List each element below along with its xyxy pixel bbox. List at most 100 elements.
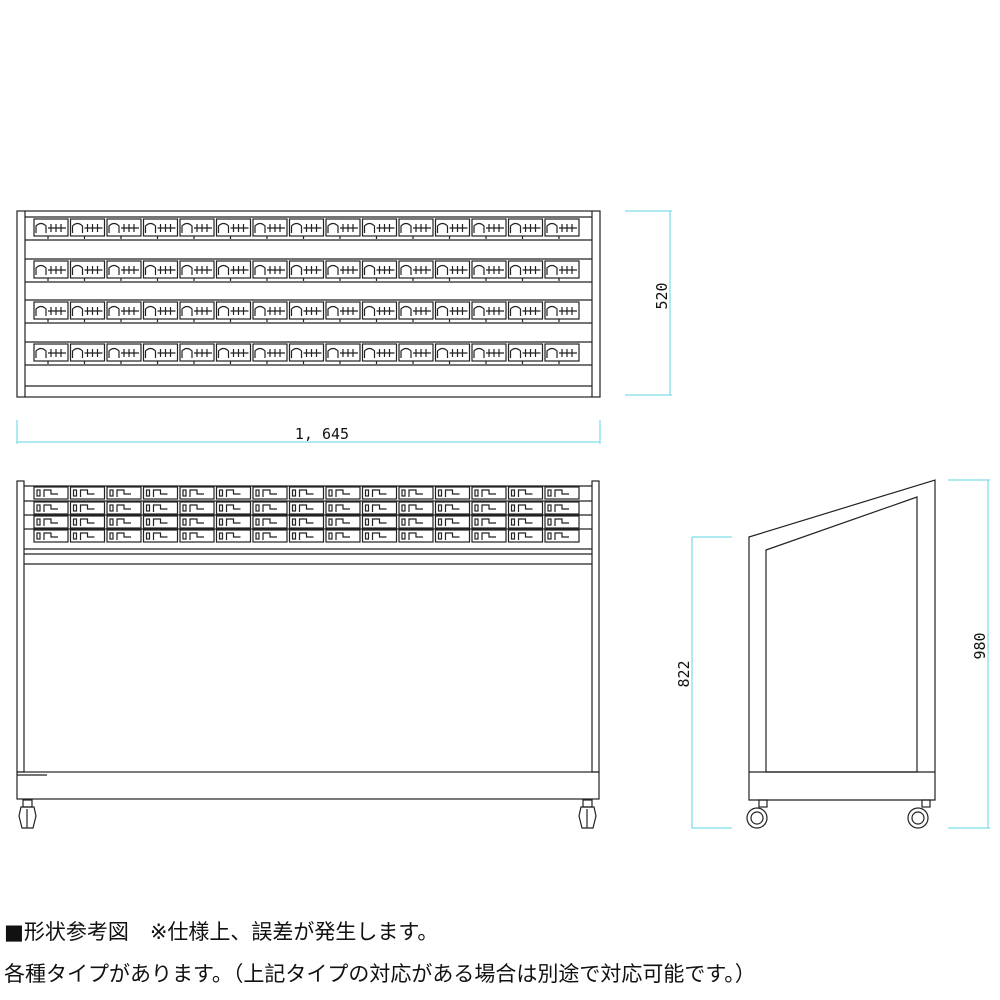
shelf-slot: [471, 301, 507, 322]
front-bin: [544, 529, 580, 543]
shelf-slot: [179, 218, 215, 239]
shelf-slot: [361, 301, 398, 322]
shelf-slot: [69, 301, 106, 322]
shelf-slot: [325, 301, 361, 322]
shelf-slot: [471, 343, 507, 364]
shelf-slot: [106, 343, 142, 364]
shelf-slot: [507, 218, 544, 239]
front-bin: [325, 515, 361, 529]
front-view-bins: [24, 485, 592, 543]
shelf-slot: [33, 343, 69, 364]
shelf-slot: [325, 218, 361, 239]
front-bin: [69, 486, 106, 500]
front-bin: [142, 486, 179, 500]
front-bin: [179, 501, 215, 515]
shelf-slot: [106, 301, 142, 322]
front-bin: [325, 501, 361, 515]
shelf-slot: [179, 260, 215, 281]
shelf-slot: [471, 260, 507, 281]
top-view: [16, 210, 601, 398]
front-bin: [252, 515, 288, 529]
front-bin: [288, 501, 325, 515]
side-view: [746, 479, 936, 829]
front-bin: [179, 515, 215, 529]
shelf-slot: [215, 218, 252, 239]
front-bin: [106, 501, 142, 515]
front-bin: [544, 501, 580, 515]
side-outer-frame: [748, 479, 936, 801]
front-bin: [33, 529, 69, 543]
front-right-post: [591, 480, 600, 773]
side-inner-frame: [765, 496, 918, 773]
top-dimension-lines: [16, 210, 672, 444]
front-bin: [106, 529, 142, 543]
front-bin: [179, 529, 215, 543]
front-bin: [507, 501, 544, 515]
shelf-slot: [325, 343, 361, 364]
shelf-slot: [544, 301, 580, 322]
shelf-slot: [106, 218, 142, 239]
front-bin: [434, 515, 471, 529]
front-bin: [69, 501, 106, 515]
dimension-side-front-height: 822: [675, 660, 693, 687]
front-left-caster: [18, 799, 37, 829]
shelf-slot: [434, 218, 471, 239]
shelf-slot: [544, 260, 580, 281]
front-left-post: [16, 480, 25, 773]
front-bin: [361, 501, 398, 515]
front-bin: [544, 486, 580, 500]
dimension-width: 1, 645: [295, 425, 349, 443]
shelf-slot: [179, 301, 215, 322]
front-bin: [398, 486, 434, 500]
shelf-slot: [142, 301, 179, 322]
shelf-slot: [544, 218, 580, 239]
shelf-slot: [252, 343, 288, 364]
front-bin: [398, 515, 434, 529]
shelf-slot: [288, 218, 325, 239]
shelf-slot: [507, 343, 544, 364]
front-bin: [471, 486, 507, 500]
front-bin: [361, 515, 398, 529]
front-bin: [434, 529, 471, 543]
front-bin: [471, 515, 507, 529]
shelf-slot: [252, 218, 288, 239]
front-bin: [398, 529, 434, 543]
shelf-slot: [398, 343, 434, 364]
front-bin: [471, 501, 507, 515]
shelf-slot: [69, 260, 106, 281]
front-bin: [507, 529, 544, 543]
front-bin: [142, 515, 179, 529]
front-bin: [398, 501, 434, 515]
shelf-slot: [398, 260, 434, 281]
dimension-top-height: 520: [653, 282, 671, 309]
front-bin: [288, 529, 325, 543]
front-bin: [33, 486, 69, 500]
front-bin: [288, 515, 325, 529]
front-bin: [434, 486, 471, 500]
front-bin: [288, 486, 325, 500]
shelf-slot: [544, 343, 580, 364]
shelf-slot: [69, 218, 106, 239]
shelf-slot: [361, 218, 398, 239]
front-bin: [106, 486, 142, 500]
front-bin: [179, 486, 215, 500]
side-dimension-lines: [691, 479, 990, 829]
front-bin: [325, 529, 361, 543]
front-bin: [434, 501, 471, 515]
front-bin: [142, 529, 179, 543]
shelf-slot: [434, 343, 471, 364]
front-bin: [544, 515, 580, 529]
note-shape-reference: ■形状参考図 ※仕様上、誤差が発生します。: [4, 920, 439, 944]
shelf-slot: [398, 301, 434, 322]
shelf-slot: [471, 218, 507, 239]
front-bin: [215, 529, 252, 543]
shelf-slot: [33, 218, 69, 239]
shelf-slot: [434, 260, 471, 281]
shelf-slot: [252, 301, 288, 322]
shelf-slot: [142, 218, 179, 239]
front-bin: [215, 501, 252, 515]
shelf-slot: [215, 301, 252, 322]
shelf-slot: [215, 260, 252, 281]
shelf-slot: [288, 260, 325, 281]
